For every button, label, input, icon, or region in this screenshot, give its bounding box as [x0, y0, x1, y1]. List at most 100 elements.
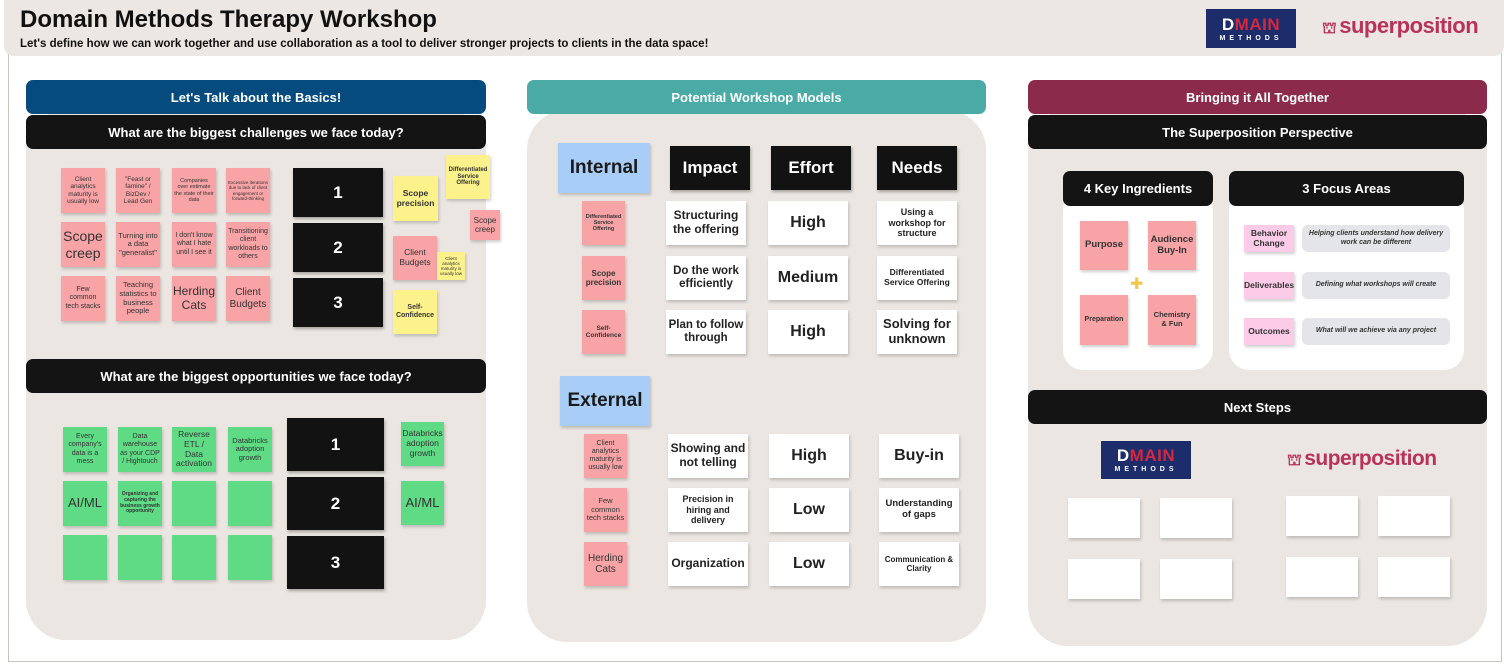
focus-label-sticky[interactable]: Outcomes	[1244, 318, 1294, 345]
blank-sticky[interactable]	[1286, 496, 1358, 536]
opportunity-sticky[interactable]: Organizing and capturing the business gr…	[118, 481, 162, 526]
pick-sticky[interactable]: Databricks adoption growth	[401, 422, 444, 466]
next-steps-title: Next Steps	[1028, 390, 1487, 424]
pick-sticky[interactable]: AI/ML	[401, 481, 444, 525]
challenge-sticky[interactable]: Turning into a data "generalist"	[116, 222, 160, 267]
impact-cell[interactable]: Structuring the offering	[666, 201, 746, 245]
blank-sticky[interactable]	[1378, 496, 1450, 536]
rank-box: 3	[287, 536, 384, 589]
rank-box: 1	[293, 168, 383, 217]
focus-label-sticky[interactable]: Deliverables	[1244, 272, 1294, 299]
effort-cell[interactable]: Low	[769, 542, 849, 586]
effort-cell[interactable]: High	[769, 434, 849, 478]
challenges-title: What are the biggest challenges we face …	[26, 115, 486, 149]
pick-sticky[interactable]: Self-Confidence	[393, 290, 437, 334]
opportunity-sticky[interactable]	[172, 535, 216, 580]
needs-cell[interactable]: Using a workshop for structure	[877, 201, 957, 245]
superposition-mark-icon: ⛫	[1322, 20, 1337, 37]
row-tag-sticky[interactable]: Herding Cats	[584, 542, 627, 586]
focus-label-sticky[interactable]: Behavior Change	[1244, 225, 1294, 252]
row-tag-sticky[interactable]: Scope precision	[582, 256, 625, 300]
effort-cell[interactable]: High	[768, 201, 848, 245]
impact-cell[interactable]: Precision in hiring and delivery	[668, 488, 748, 532]
opportunity-sticky[interactable]	[172, 481, 216, 526]
ingredient-sticky[interactable]: Chemistry & Fun	[1148, 295, 1196, 345]
blank-sticky[interactable]	[1160, 498, 1232, 538]
focus-desc: What will we achieve via any project	[1302, 318, 1450, 345]
opportunity-sticky[interactable]: Reverse ETL / Data activation	[172, 427, 216, 472]
left-panel-header: Let's Talk about the Basics!	[26, 80, 486, 114]
domain-methods-logo-next: DMAIN METHODS	[1101, 441, 1191, 479]
ingredient-sticky[interactable]: Purpose	[1080, 221, 1128, 270]
focus-desc: Helping clients understand how delivery …	[1302, 225, 1450, 252]
page-title: Domain Methods Therapy Workshop	[20, 6, 437, 33]
right-panel-header: Bringing it All Together	[1028, 80, 1487, 114]
column-header-impact: Impact	[670, 146, 750, 190]
ingredient-sticky[interactable]: Preparation	[1080, 295, 1128, 345]
extra-sticky[interactable]: Client analytics maturity is usually low	[437, 252, 465, 280]
pick-sticky[interactable]: Scope precision	[393, 176, 438, 221]
opportunity-sticky[interactable]	[118, 535, 162, 580]
blank-sticky[interactable]	[1378, 557, 1450, 597]
opportunity-sticky[interactable]	[228, 535, 272, 580]
extra-sticky[interactable]: Scope creep	[470, 210, 500, 240]
focus-desc: Defining what workshops will create	[1302, 272, 1450, 299]
needs-cell[interactable]: Solving for unknown	[877, 310, 957, 354]
challenge-sticky[interactable]: Client Budgets	[226, 276, 270, 321]
needs-cell[interactable]: Understanding of gaps	[879, 488, 959, 532]
needs-cell[interactable]: Buy-in	[879, 434, 959, 478]
pick-sticky[interactable]: Client Budgets	[393, 236, 437, 280]
challenge-sticky[interactable]: Excessive iterations due to lack of clie…	[226, 168, 270, 213]
challenge-sticky[interactable]: Companies over estimate the state of the…	[172, 168, 216, 213]
challenge-sticky[interactable]: Few common tech stacks	[61, 276, 105, 321]
challenge-sticky[interactable]: Transitioning client workloads to others	[226, 222, 270, 267]
challenge-sticky[interactable]: Client analytics maturity is usually low	[61, 168, 105, 213]
effort-cell[interactable]: Low	[769, 488, 849, 532]
domain-methods-logo: DMAIN METHODS	[1206, 9, 1296, 48]
blank-sticky[interactable]	[1068, 498, 1140, 538]
row-tag-sticky[interactable]: Client analytics maturity is usually low	[584, 434, 627, 478]
rank-box: 3	[293, 278, 383, 327]
impact-cell[interactable]: Organization	[668, 542, 748, 586]
row-tag-sticky[interactable]: Differentiated Service Offering	[582, 201, 625, 245]
ingredients-title: 4 Key Ingredients	[1063, 171, 1213, 206]
rank-box: 1	[287, 418, 384, 471]
opportunity-sticky[interactable]	[63, 535, 107, 580]
opportunity-sticky[interactable]	[228, 481, 272, 526]
effort-cell[interactable]: High	[768, 310, 848, 354]
opportunity-sticky[interactable]: Every company's data is a mess	[63, 427, 107, 472]
challenge-sticky[interactable]: Scope creep	[61, 222, 105, 267]
effort-cell[interactable]: Medium	[768, 256, 848, 300]
ingredient-sticky[interactable]: Audience Buy-In	[1148, 221, 1196, 270]
row-tag-sticky[interactable]: Few common tech stacks	[584, 488, 627, 532]
superposition-logo: ⛫superposition	[1322, 13, 1479, 38]
blank-sticky[interactable]	[1068, 559, 1140, 599]
column-header-effort: Effort	[771, 146, 851, 190]
opportunities-title: What are the biggest opportunities we fa…	[26, 359, 486, 393]
extra-sticky[interactable]: Differentiated Service Offering	[446, 155, 490, 199]
rank-box: 2	[293, 223, 383, 272]
needs-cell[interactable]: Communication & Clarity	[879, 542, 959, 586]
opportunity-sticky[interactable]: Databricks adoption growth	[228, 427, 272, 472]
challenge-sticky[interactable]: Herding Cats	[172, 276, 216, 321]
needs-cell[interactable]: Differentiated Service Offering	[877, 256, 957, 300]
challenge-sticky[interactable]: Teaching statistics to business people	[116, 276, 160, 321]
superposition-logo-next: ⛫superposition	[1287, 447, 1437, 470]
blank-sticky[interactable]	[1160, 559, 1232, 599]
impact-cell[interactable]: Showing and not telling	[668, 434, 748, 478]
opportunity-sticky[interactable]: AI/ML	[63, 481, 107, 526]
rank-box: 2	[287, 477, 384, 530]
row-tag-sticky[interactable]: Self-Confidence	[582, 310, 625, 354]
impact-cell[interactable]: Plan to follow through	[666, 310, 746, 354]
plus-icon: ✚	[1130, 276, 1144, 293]
internal-label: Internal	[558, 143, 650, 193]
challenge-sticky[interactable]: "Feast or famine" / BizDev / Lead Gen	[116, 168, 160, 213]
page-subtitle: Let's define how we can work together an…	[20, 38, 709, 50]
blank-sticky[interactable]	[1286, 557, 1358, 597]
column-header-needs: Needs	[877, 146, 957, 190]
focus-title: 3 Focus Areas	[1229, 171, 1464, 206]
impact-cell[interactable]: Do the work efficiently	[666, 256, 746, 300]
challenge-sticky[interactable]: I don't know what I hate until I see it	[172, 222, 216, 267]
opportunity-sticky[interactable]: Data warehouse as your CDP / Hightouch	[118, 427, 162, 472]
superposition-mark-icon: ⛫	[1287, 452, 1302, 469]
